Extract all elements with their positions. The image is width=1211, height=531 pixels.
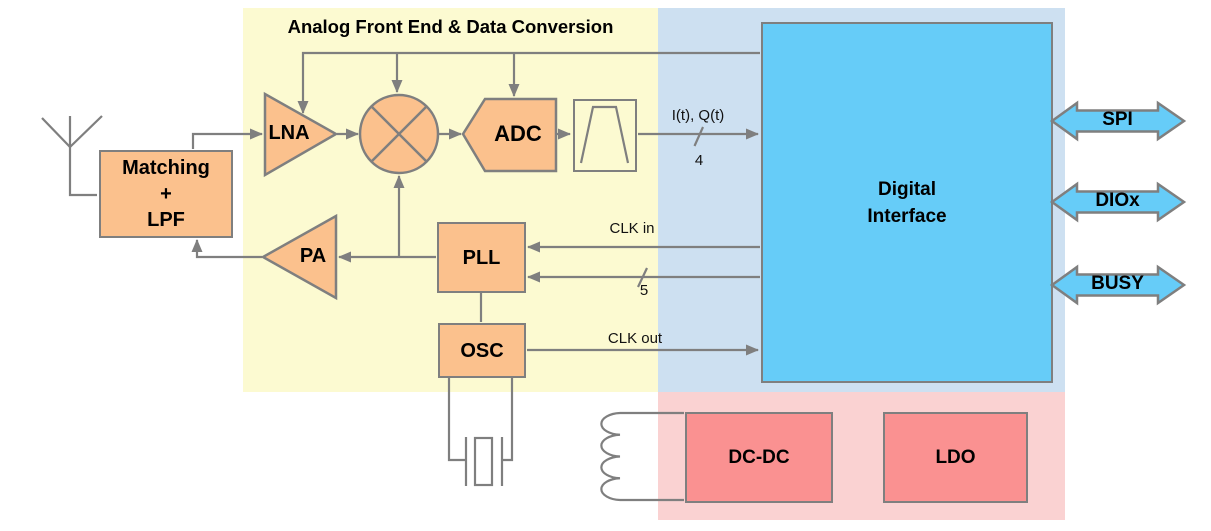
lna-label: LNA (268, 122, 310, 144)
busy-port-label: BUSY (1091, 273, 1144, 294)
mixer-cross (370, 105, 428, 163)
inductor-wires (620, 411, 684, 502)
matching-line1: Matching (122, 157, 210, 179)
adc-label: ADC (494, 121, 542, 146)
bandpass-filter-icon (579, 105, 630, 164)
iq-bus-width-label: 4 (694, 152, 704, 169)
pll-bus-width-label: 5 (639, 282, 649, 299)
digital-line1: Digital (877, 178, 937, 200)
wire-matching-lna (191, 128, 263, 149)
bandpass-filter-block (573, 99, 637, 172)
matching-lpf-block: Matching + LPF (99, 150, 233, 238)
spi-port-arrow (1049, 100, 1187, 142)
busy-port-arrow (1049, 264, 1187, 306)
osc-label: OSC (460, 339, 504, 362)
crystal-wire-right (503, 377, 514, 462)
lna-triangle (263, 91, 339, 178)
matching-line3: LPF (147, 209, 185, 231)
crystal-wire-left (447, 377, 465, 462)
inductor-icon (600, 411, 621, 502)
diox-port-arrow (1049, 181, 1187, 223)
clkout-signal-label: CLK out (607, 330, 663, 347)
dcdc-label: DC-DC (728, 446, 790, 468)
spi-port-label: SPI (1102, 109, 1133, 130)
matching-line2: + (160, 183, 172, 205)
dcdc-block: DC-DC (685, 412, 833, 503)
antenna-branches (41, 115, 103, 148)
digital-line2: Interface (867, 205, 947, 227)
wire-pa-matching (191, 239, 262, 259)
crystal-plates (464, 437, 504, 486)
pll-label: PLL (462, 246, 501, 269)
clkin-signal-label: CLK in (609, 220, 655, 237)
adc-shape (461, 97, 558, 173)
wire-agc-lna (297, 51, 760, 114)
pa-label: PA (299, 245, 327, 267)
ldo-label: LDO (935, 446, 976, 468)
osc-block: OSC (438, 323, 526, 378)
crystal-icon (473, 436, 494, 487)
iq-signal-label: I(t), Q(t) (671, 107, 725, 124)
analog-region-title: Analog Front End & Data Conversion (287, 16, 614, 37)
pll-block: PLL (437, 222, 526, 293)
bus-slash-4 (693, 126, 705, 147)
diox-port-label: DIOx (1095, 190, 1140, 211)
digital-interface-block: Digital Interface (761, 22, 1053, 383)
antenna-icon (68, 116, 97, 197)
ldo-block: LDO (883, 412, 1028, 503)
pa-triangle (260, 213, 338, 301)
bus-slash-5 (637, 267, 648, 288)
